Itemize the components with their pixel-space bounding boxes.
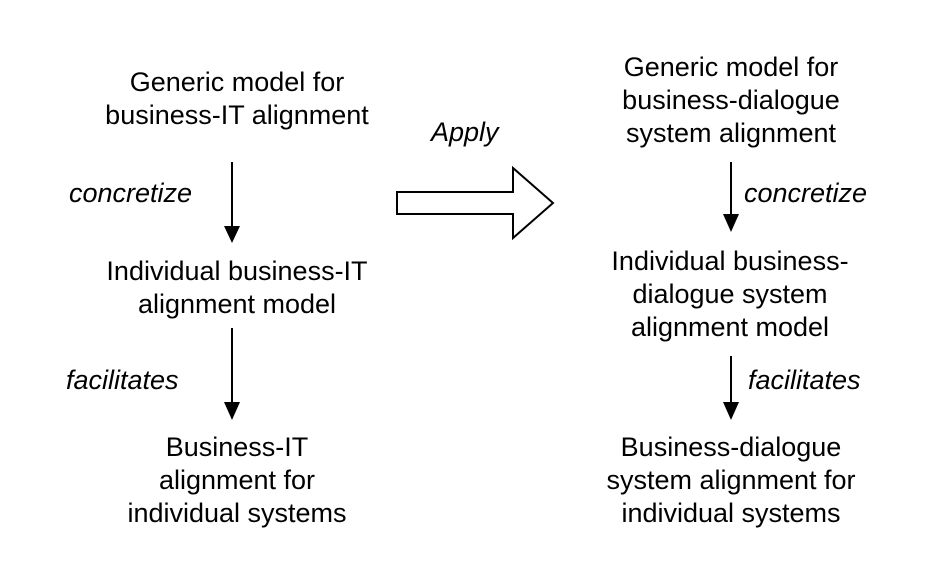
- left-concretize-label: concretize: [69, 178, 193, 208]
- left-top-node: Generic model for business-IT alignment: [105, 67, 369, 130]
- left-middle-node: Individual business-IT alignment model: [106, 256, 368, 319]
- left-arrow-concretize: [224, 162, 240, 243]
- right-arrow-facilitates: [723, 356, 739, 420]
- left-arrow-facilitates: [224, 328, 240, 420]
- right-facilitates-label: facilitates: [748, 365, 861, 395]
- right-bottom-node: Business-dialogue system alignment for i…: [606, 432, 856, 528]
- right-middle-node: Individual business- dialogue system ali…: [611, 246, 849, 342]
- right-top-node: Generic model for business-dialogue syst…: [622, 52, 840, 148]
- left-facilitates-label: facilitates: [66, 365, 179, 395]
- left-bottom-node: Business-IT alignment for individual sys…: [127, 432, 347, 528]
- right-concretize-label: concretize: [744, 178, 868, 208]
- apply-label: Apply: [431, 117, 499, 147]
- apply-transfer-arrow: [396, 165, 555, 241]
- right-arrow-concretize: [723, 162, 739, 232]
